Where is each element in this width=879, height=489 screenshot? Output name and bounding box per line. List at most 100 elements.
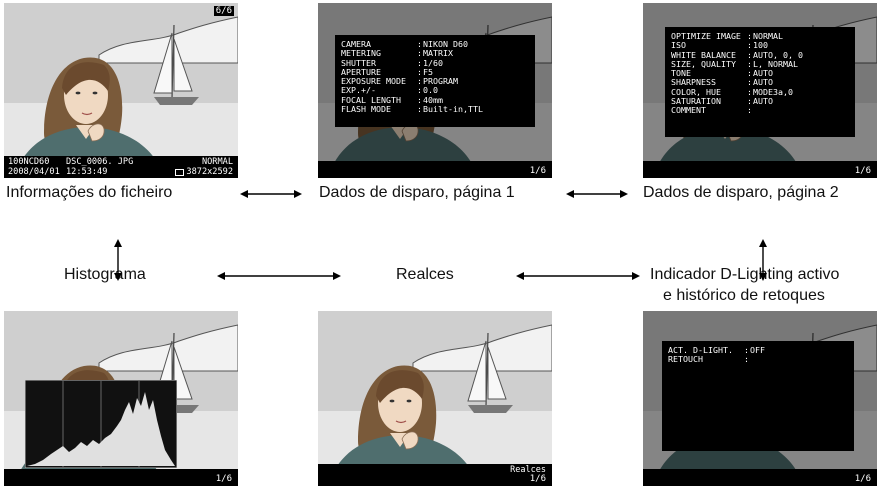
info-value: 100 — [753, 40, 768, 51]
highlights-screen: Realces 1/6 — [318, 311, 552, 486]
info-row: OPTIMIZE IMAGE:NORMAL — [671, 31, 849, 41]
info-label: SHARPNESS — [671, 77, 716, 88]
folder-name: 100NCD60 — [8, 157, 50, 167]
info-label: SIZE, QUALITY — [671, 58, 736, 69]
info-value: AUTO — [753, 96, 773, 107]
info-row: EXPOSURE MODE:PROGRAM — [341, 76, 529, 87]
page-indicator: 1/6 — [854, 166, 871, 176]
page-indicator: 1/6 — [529, 474, 546, 484]
info-value: AUTO — [753, 77, 773, 88]
info-separator: : — [417, 104, 422, 115]
info-value: F5 — [423, 66, 433, 77]
info-separator: : — [747, 40, 752, 51]
page-indicator: 1/6 — [854, 474, 871, 484]
info-separator: : — [417, 39, 422, 49]
info-row: COLOR, HUE:MODE3a,0 — [671, 86, 849, 97]
info-row: RETOUCH: — [668, 354, 848, 365]
info-row: SATURATION:AUTO — [671, 96, 849, 107]
info-separator: : — [417, 66, 422, 77]
caption-shooting-page2: Dados de disparo, página 2 — [643, 184, 839, 201]
info-separator: : — [417, 85, 422, 96]
info-label: EXP.+/- — [341, 85, 376, 96]
info-label: SHUTTER — [341, 57, 376, 68]
double-arrow-icon — [759, 239, 767, 281]
info-label: FOCAL LENGTH — [341, 94, 401, 105]
caption-dlighting-line2: e histórico de retoques — [663, 287, 825, 304]
info-label: SATURATION — [671, 96, 721, 107]
highlights-label: Realces — [510, 465, 546, 475]
info-separator: : — [747, 105, 752, 116]
page-indicator: 1/6 — [529, 166, 546, 176]
info-label: COMMENT — [671, 105, 706, 116]
info-label: RETOUCH — [668, 354, 703, 365]
page-indicator: 1/6 — [215, 474, 232, 484]
caption-dlighting-line1: Indicador D-Lighting activo — [650, 266, 840, 283]
info-value: AUTO, 0, 0 — [753, 49, 803, 60]
caption-file-info: Informações do ficheiro — [6, 184, 173, 201]
info-separator: : — [744, 354, 749, 365]
info-label: CAMERA — [341, 39, 371, 49]
info-separator: : — [747, 58, 752, 69]
info-row: SHUTTER:1/60 — [341, 57, 529, 68]
info-label: ISO — [671, 40, 686, 51]
info-label: OPTIMIZE IMAGE — [671, 31, 741, 41]
info-label: METERING — [341, 48, 381, 59]
info-separator: : — [744, 345, 749, 355]
info-value: L, NORMAL — [753, 58, 798, 69]
caption-highlights: Realces — [396, 266, 454, 283]
info-value: OFF — [750, 345, 765, 355]
info-row: WHITE BALANCE:AUTO, 0, 0 — [671, 49, 849, 60]
info-value: PROGRAM — [423, 76, 458, 87]
image-quality: NORMAL — [201, 157, 233, 167]
info-row: EXP.+/-:0.0 — [341, 85, 529, 96]
info-row: FLASH MODE:Built-in,TTL — [341, 104, 529, 115]
info-value: NIKON D60 — [423, 39, 468, 49]
file-info-screen: 6/6 100NCD60 DSC_0006. JPG NORMAL 2008/0… — [4, 3, 238, 178]
photo-image — [318, 311, 552, 486]
info-separator: : — [417, 76, 422, 87]
info-value: MODE3a,0 — [753, 86, 793, 97]
info-separator: : — [747, 86, 752, 97]
info-value: 40mm — [423, 94, 443, 105]
shot-time: 12:53:49 — [66, 167, 108, 177]
info-row: TONE:AUTO — [671, 68, 849, 79]
histogram-graph — [25, 380, 177, 468]
info-value: AUTO — [753, 68, 773, 79]
image-size-icon — [175, 168, 185, 176]
info-separator: : — [747, 96, 752, 107]
histogram-screen: 1/6 — [4, 311, 238, 486]
info-separator: : — [417, 94, 422, 105]
info-label: ACT. D-LIGHT. — [668, 345, 733, 355]
double-arrow-icon — [217, 272, 341, 280]
info-label: FLASH MODE — [341, 104, 391, 115]
double-arrow-icon — [566, 190, 628, 198]
info-value: 0.0 — [423, 85, 438, 96]
frame-counter: 6/6 — [213, 6, 234, 16]
info-label: WHITE BALANCE — [671, 49, 736, 60]
info-row: COMMENT: — [671, 105, 849, 116]
file-name: DSC_0006. JPG — [66, 157, 134, 167]
info-separator: : — [417, 57, 422, 68]
info-row: CAMERA:NIKON D60 — [341, 39, 529, 49]
double-arrow-icon — [516, 272, 640, 280]
info-value: MATRIX — [423, 48, 453, 59]
info-row: METERING:MATRIX — [341, 48, 529, 59]
info-row: ACT. D-LIGHT.:OFF — [668, 345, 848, 355]
info-label: COLOR, HUE — [671, 86, 721, 97]
image-size: 3872x2592 — [186, 167, 233, 177]
info-separator: : — [747, 49, 752, 60]
double-arrow-icon — [240, 190, 302, 198]
info-row: ISO:100 — [671, 40, 849, 51]
caption-histogram: Histograma — [64, 266, 146, 283]
info-row: SHARPNESS:AUTO — [671, 77, 849, 88]
info-row: SIZE, QUALITY:L, NORMAL — [671, 58, 849, 69]
info-separator: : — [747, 77, 752, 88]
info-row: APERTURE:F5 — [341, 66, 529, 77]
info-value: Built-in,TTL — [423, 104, 483, 115]
file-info-bar: 100NCD60 DSC_0006. JPG NORMAL 2008/04/01… — [4, 156, 238, 178]
info-value: NORMAL — [753, 31, 783, 41]
